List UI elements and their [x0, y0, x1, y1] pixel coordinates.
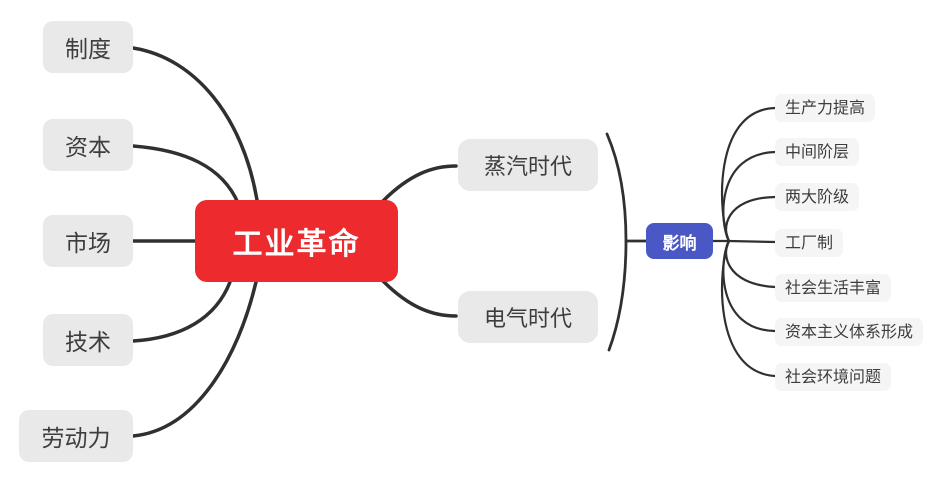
effect-node-two-classes[interactable]: 两大阶级	[775, 183, 860, 212]
effect-line-factory-system	[727, 239, 777, 244]
cause-node-technology[interactable]: 技术	[43, 314, 133, 366]
impact-node-label: 影响	[662, 233, 697, 254]
root-node-industrial-revolution[interactable]: 工业革命	[195, 200, 398, 282]
effect-node-productivity[interactable]: 生产力提高	[775, 94, 876, 123]
cause-node-market[interactable]: 市场	[43, 215, 133, 267]
cause-node-label: 市场	[65, 231, 111, 257]
branch-line-institution	[131, 46, 259, 202]
effect-line-environment	[720, 239, 777, 378]
cause-node-label: 制度	[65, 37, 111, 63]
stage-node-label: 电气时代	[483, 307, 572, 332]
effect-line-two-classes	[725, 195, 777, 243]
impact-node[interactable]: 影响	[646, 223, 713, 259]
cause-node-label: 劳动力	[41, 426, 111, 452]
stage-node-label: 蒸汽时代	[483, 155, 572, 180]
effect-node-factory-system[interactable]: 工厂制	[775, 229, 844, 258]
effect-node-capitalist-system[interactable]: 资本主义体系形成	[775, 318, 924, 347]
branch-line-electric-age	[381, 279, 458, 318]
branch-line-steam-age	[381, 164, 458, 203]
cause-node-label: 资本	[65, 135, 111, 161]
branch-line-technology	[131, 280, 232, 343]
cause-node-label: 技术	[65, 330, 111, 356]
stage-node-electric-age[interactable]: 电气时代	[458, 291, 598, 343]
effect-node-environment[interactable]: 社会环境问题	[775, 363, 892, 392]
effect-node-middle-stratum[interactable]: 中间阶层	[775, 138, 860, 167]
branch-line-labor	[131, 280, 258, 438]
effect-node-social-life[interactable]: 社会生活丰富	[775, 274, 892, 303]
cause-node-labor[interactable]: 劳动力	[19, 410, 133, 462]
effect-line-social-life	[725, 239, 777, 289]
branch-line-capital	[131, 144, 240, 205]
effect-line-productivity	[720, 106, 777, 243]
cause-node-capital[interactable]: 资本	[43, 119, 133, 171]
group-brace	[605, 132, 628, 352]
cause-node-institution[interactable]: 制度	[43, 21, 133, 73]
root-node-label: 工业革命	[232, 227, 361, 262]
stage-node-steam-age[interactable]: 蒸汽时代	[458, 139, 598, 191]
